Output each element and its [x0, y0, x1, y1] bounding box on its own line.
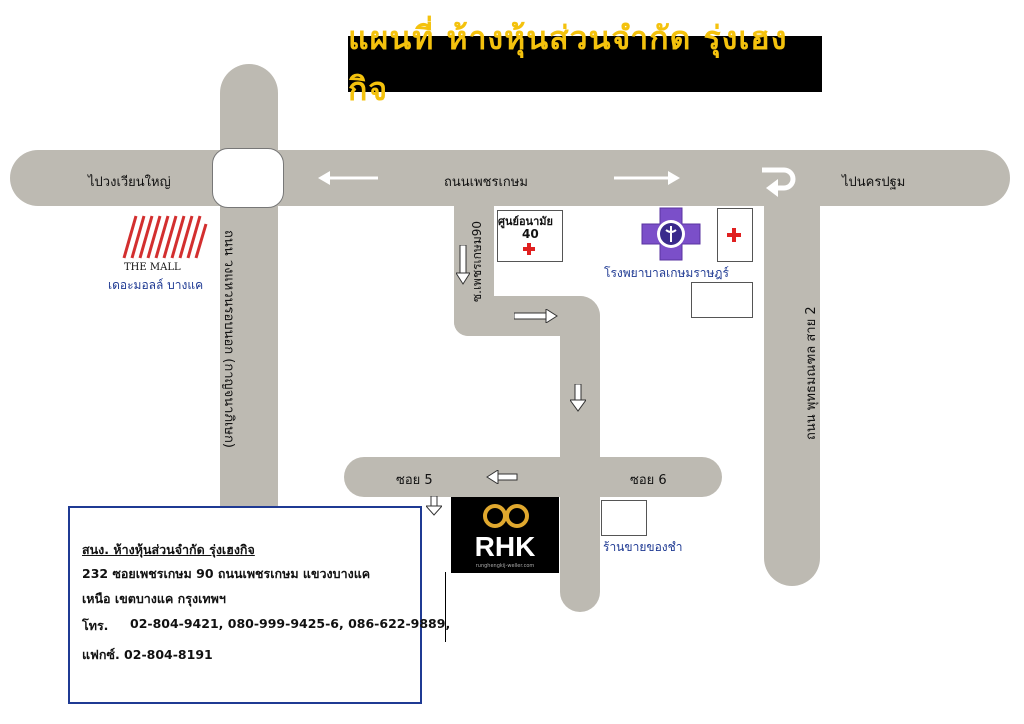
health-center-label: ศูนย์อนามัย	[498, 215, 553, 228]
label-soi-phetkasem-90: ซ.เพชรเกษม90	[470, 220, 484, 302]
grocery-shop-label: ร้านขายของชำ	[603, 540, 683, 554]
phone-numbers: 02-804-9421, 080-999-9425-6, 086-622-988…	[130, 616, 451, 631]
label-phutthamonthon-road: ถนน พุทธมณฑล สาย 2	[804, 306, 819, 440]
rhk-logo: RHK runghengkij-weller.com	[451, 497, 559, 573]
rhk-url-text: runghengkij-weller.com	[475, 563, 535, 569]
red-cross-icon	[727, 228, 741, 242]
health-center-number: 40	[522, 227, 539, 241]
road-kanchanaphisek	[220, 64, 278, 534]
arrow-right-icon	[514, 309, 558, 323]
arrow-left-icon	[318, 171, 378, 185]
label-to-wongwian-yai: ไปวงเวียนใหญ่	[88, 175, 171, 190]
the-mall-bangkhae-label: เดอะมอลล์ บางแค	[108, 278, 204, 292]
u-turn-icon	[762, 167, 796, 197]
fax-number: แฟกซ์. 02-804-8191	[82, 647, 213, 662]
address-line-1: 232 ซอยเพชรเกษม 90 ถนนเพชรเกษม แขวงบางแค	[82, 566, 371, 581]
building-box	[691, 282, 753, 318]
the-mall-logo-text: THE MALL	[124, 262, 181, 273]
red-cross-icon	[523, 243, 535, 255]
label-soi-5: ซอย 5	[396, 473, 433, 488]
label-soi-6: ซอย 6	[630, 473, 667, 488]
arrow-down-icon	[570, 384, 586, 412]
label-phetkasem-road: ถนนเพชรเกษม	[444, 175, 528, 190]
road-soi-90-lower	[560, 296, 600, 612]
arrow-down-icon	[456, 245, 470, 285]
company-info-box: สนง. ห้างหุ้นส่วนจำกัด รุ่งเฮงกิจ 232 ซอ…	[68, 506, 450, 704]
overpass	[212, 148, 284, 208]
rhk-rings-icon	[483, 504, 529, 528]
map-title: แผนที่ ห้างหุ้นส่วนจำกัด รุ่งเฮงกิจ	[348, 19, 822, 108]
road-soi-5-6	[344, 457, 722, 497]
company-name: สนง. ห้างหุ้นส่วนจำกัด รุ่งเฮงกิจ	[82, 542, 255, 557]
arrow-right-icon	[614, 171, 680, 185]
phone-label: โทร.	[82, 618, 109, 633]
road-phetkasem	[10, 150, 1010, 206]
label-to-nakhon-pathom: ไปนครปฐม	[842, 175, 906, 190]
rhk-logo-text: RHK	[474, 531, 536, 562]
grocery-shop-box	[601, 500, 647, 536]
hospital-cross-logo-icon	[641, 207, 701, 261]
label-kanchanaphisek-road: ถนน วงแหวนรอบนอก (กาญจนาภิเษก)	[221, 230, 236, 448]
hospital-kasemrad-label: โรงพยาบาลเกษมราษฎร์	[604, 266, 729, 280]
arrow-left-icon	[486, 470, 518, 484]
road-phutthamonthon-sai-2	[764, 150, 820, 586]
arrow-down-icon	[426, 496, 442, 516]
address-line-2: เหนือ เขตบางแค กรุงเทพฯ	[82, 591, 226, 606]
rhk-pointer-line	[445, 572, 446, 642]
the-mall-logo-icon	[122, 215, 208, 259]
